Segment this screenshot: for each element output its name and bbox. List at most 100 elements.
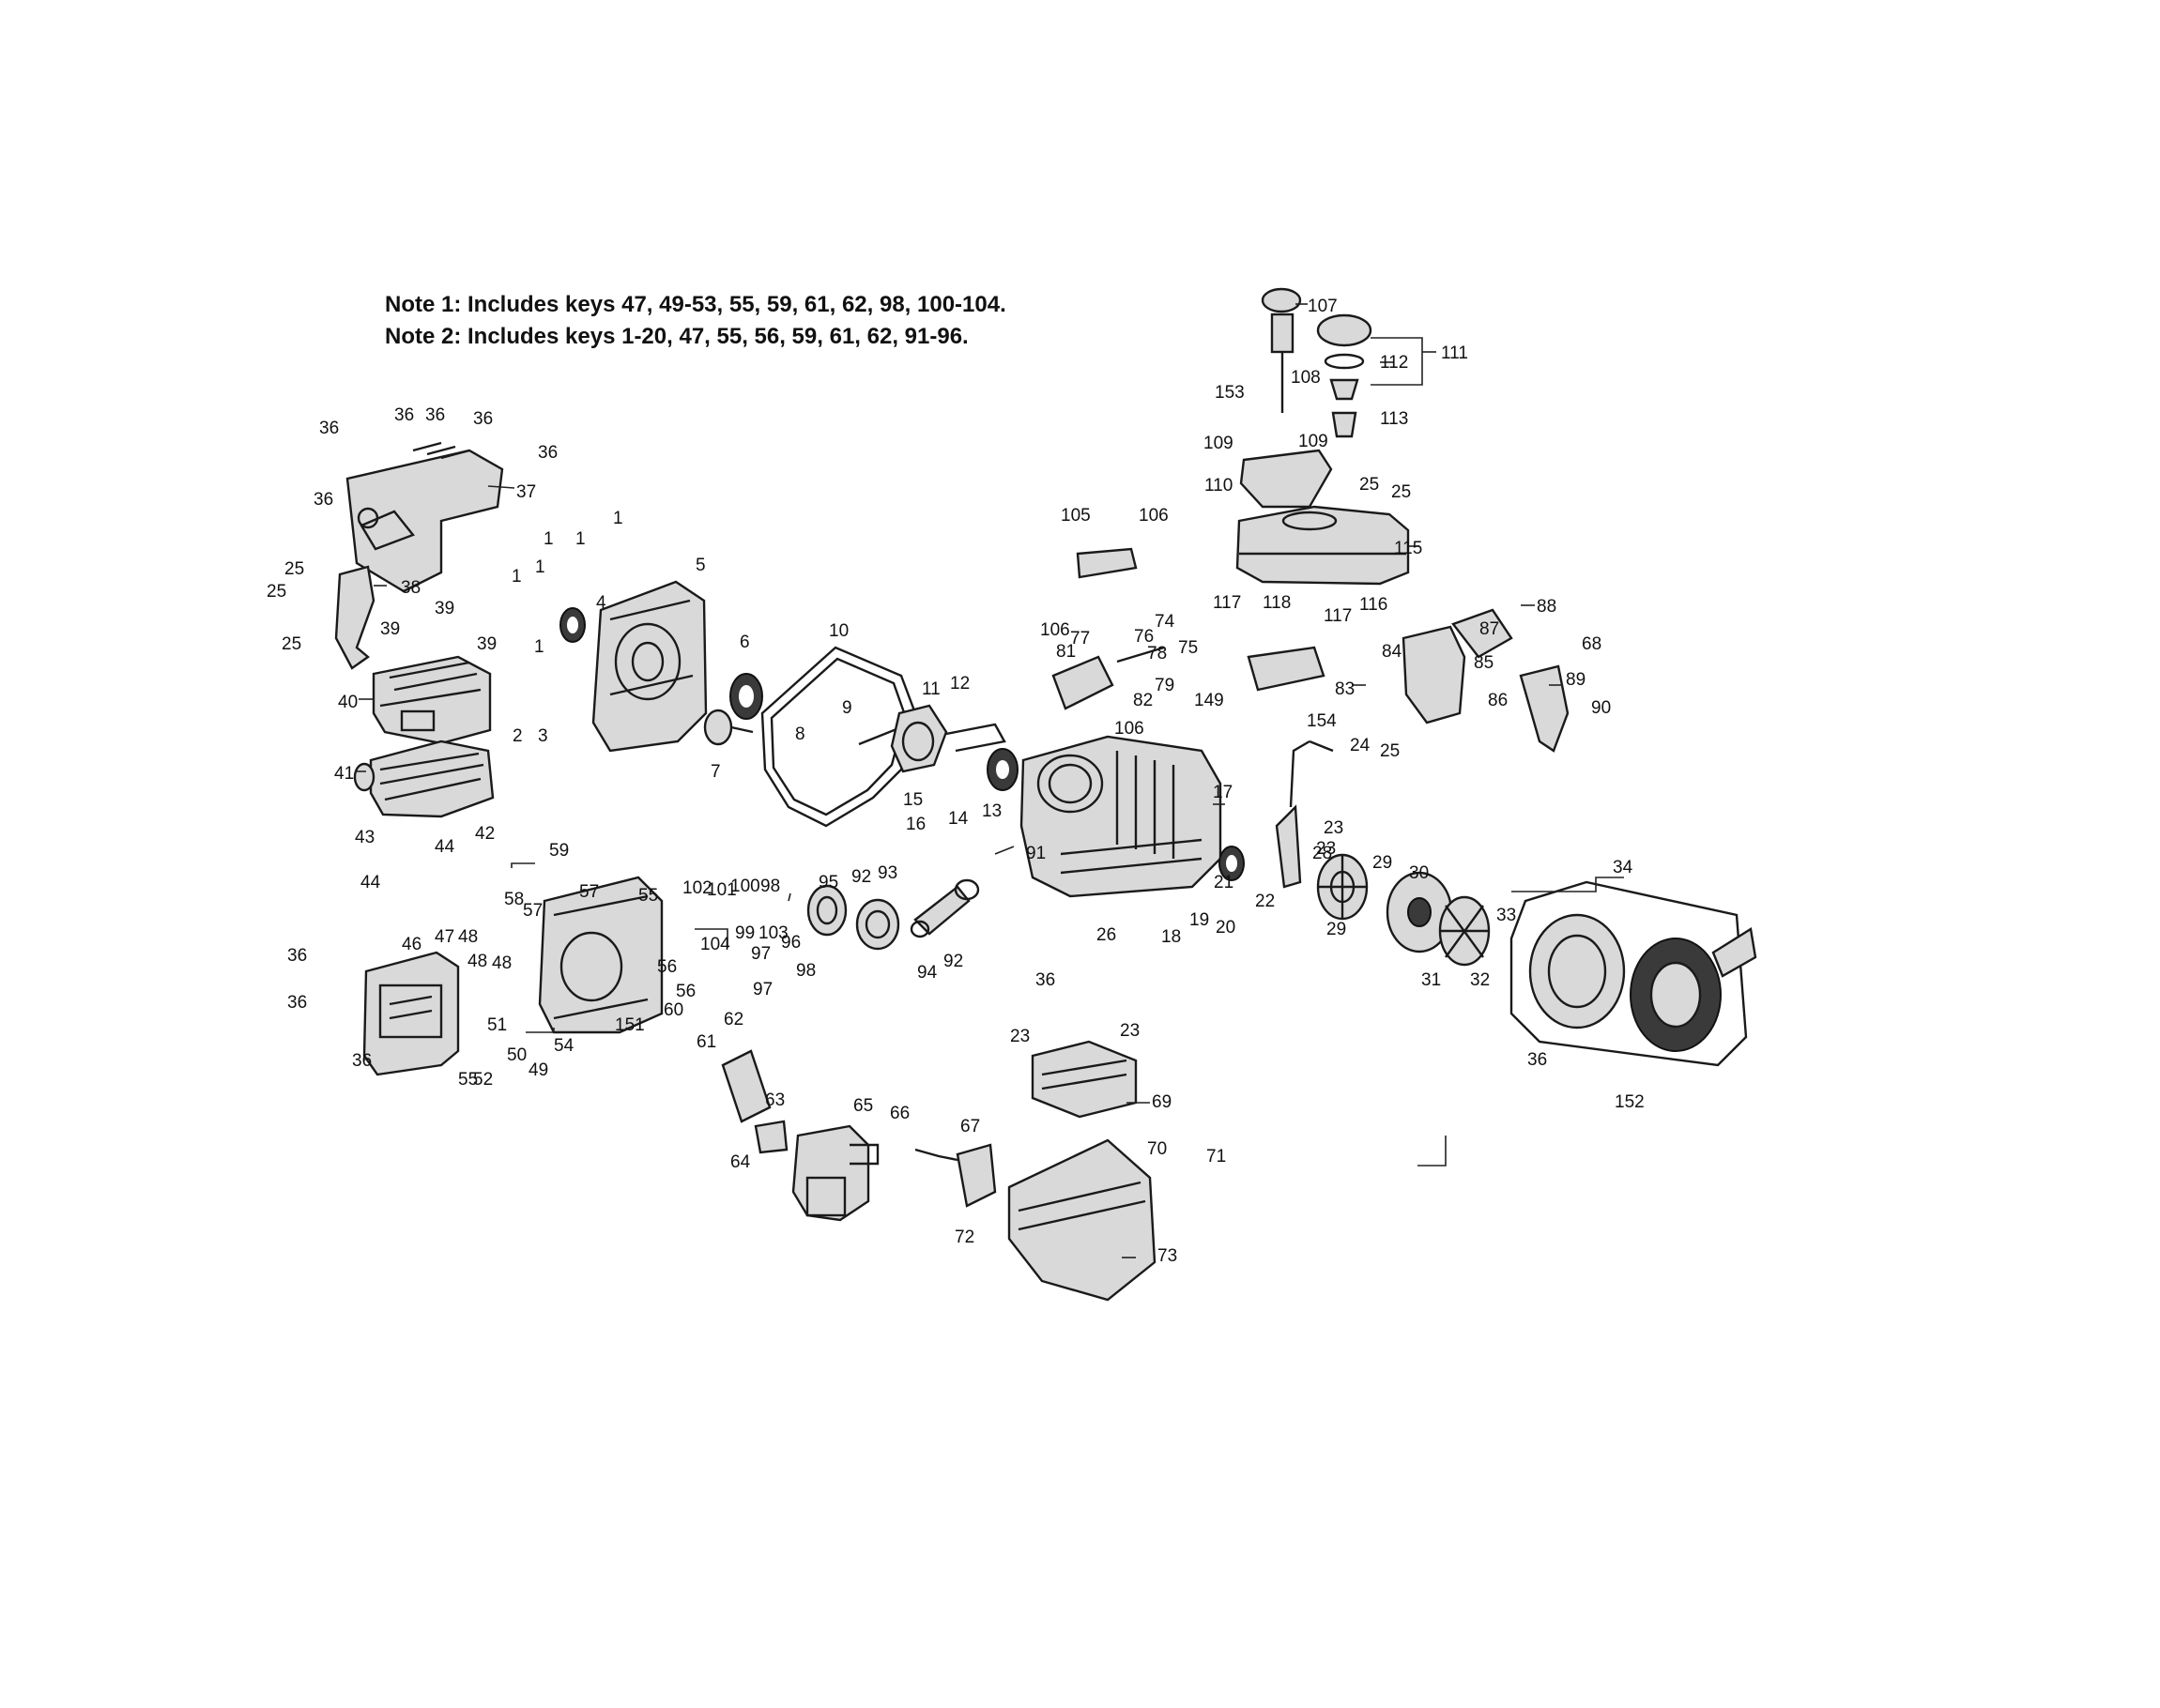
callout-label: 85 [1474, 653, 1494, 673]
callout-label: 17 [1213, 783, 1233, 802]
callout-label: 99 [735, 923, 755, 943]
callout-label: 112 [1380, 353, 1408, 373]
coil-icon [1275, 740, 1334, 889]
callout-label: 104 [700, 935, 730, 954]
leader-lines [355, 303, 1624, 1258]
callout-label: 31 [1421, 970, 1441, 990]
piston-icon [806, 884, 848, 937]
callout-label: 59 [549, 841, 569, 861]
callout-label: 37 [516, 482, 536, 502]
callout-label: 154 [1307, 711, 1337, 731]
callout-label: 25 [1359, 475, 1379, 495]
bearing-icon [729, 673, 763, 720]
note-1: Note 1: Includes keys 47, 49-53, 55, 59,… [385, 292, 1006, 317]
seal-ring-icon [1218, 846, 1245, 881]
callout-label: 42 [475, 824, 495, 844]
callout-label: 116 [1359, 595, 1387, 615]
callout-label: 34 [1613, 858, 1633, 877]
callout-label: 22 [1255, 892, 1275, 911]
callout-label: 56 [676, 982, 696, 1001]
callout-label: 51 [487, 1015, 507, 1035]
callout-label: 36 [319, 419, 339, 438]
callout-label: 91 [1026, 844, 1046, 863]
callout-label: 15 [903, 790, 923, 810]
carburetor-icon [791, 1124, 880, 1222]
callout-label: 36 [1035, 970, 1055, 990]
callout-label: 25 [282, 634, 301, 654]
callout-label: 28 [1312, 844, 1332, 863]
callout-label: 25 [267, 582, 286, 602]
gasket-icon [760, 646, 917, 828]
bracket-icon [721, 1049, 789, 1154]
callout-label: 32 [1470, 970, 1490, 990]
callout-label: 24 [1350, 736, 1371, 755]
callout-label: 20 [1216, 918, 1235, 938]
callout-label: 79 [1155, 676, 1174, 695]
callout-label: 98 [760, 877, 780, 896]
callout-label: 6 [740, 633, 750, 652]
callout-label: 36 [538, 443, 558, 463]
callout-label: 92 [943, 952, 963, 971]
air-filter-icon [1031, 1040, 1138, 1119]
callout-label: 13 [982, 801, 1002, 821]
callout-label: 107 [1308, 297, 1338, 316]
callout-label: 101 [707, 880, 737, 900]
callout-label: 117 [1324, 606, 1352, 626]
callout-label: 75 [1178, 638, 1198, 658]
callout-label: 115 [1394, 539, 1422, 558]
callout-label: 44 [360, 873, 381, 892]
callout-label: 11 [922, 679, 941, 699]
cylinder-head-icon [538, 876, 664, 1034]
callout-label: 97 [753, 980, 773, 999]
air-cleaner-icon [1007, 1138, 1157, 1302]
seal-ring-icon [559, 607, 586, 643]
callout-label: 18 [1161, 927, 1181, 947]
callout-label: 43 [355, 828, 375, 847]
cap-icon [1261, 287, 1302, 413]
callout-label: 149 [1194, 691, 1224, 710]
connecting-rod-icon [910, 878, 980, 938]
callout-label: 48 [458, 927, 478, 947]
callout-label: 71 [1206, 1147, 1226, 1167]
callout-label: 39 [435, 599, 454, 618]
callout-label: 94 [917, 963, 938, 983]
callout-label: 10 [829, 621, 849, 641]
crankcase-cover-icon [591, 580, 708, 753]
lever-icon [1402, 608, 1570, 753]
callout-label: 68 [1582, 634, 1601, 654]
callout-label: 106 [1040, 620, 1070, 640]
callout-label: 64 [730, 1152, 751, 1172]
callout-label: 1 [512, 567, 522, 587]
callout-label: 100 [730, 877, 760, 896]
callout-label: 108 [1291, 368, 1321, 388]
callout-label: 62 [724, 1010, 743, 1029]
callout-label: 23 [1120, 1021, 1140, 1041]
fuel-tank-icon [1235, 505, 1410, 586]
notes-block: Note 1: Includes keys 47, 49-53, 55, 59,… [385, 289, 1006, 353]
callout-label: 25 [1391, 482, 1411, 502]
callout-label: 4 [596, 593, 606, 613]
callout-label: 48 [492, 953, 512, 973]
muffler-icon [353, 740, 495, 818]
engine-block-icon [1019, 735, 1222, 898]
callout-label: 92 [851, 867, 871, 887]
callout-label: 111 [1441, 343, 1468, 363]
callout-label: 1 [534, 637, 544, 657]
callout-label: 38 [401, 578, 421, 598]
gear-icon [703, 709, 754, 746]
callout-label: 19 [1189, 910, 1209, 930]
valve-cover-icon [362, 951, 460, 1076]
callout-label: 29 [1372, 853, 1392, 873]
callout-label: 73 [1157, 1246, 1177, 1266]
callout-label: 84 [1382, 642, 1402, 662]
callout-label: 1 [575, 529, 586, 549]
flywheel-icon [1386, 871, 1453, 953]
callout-label: 30 [1409, 863, 1429, 883]
callout-label: 44 [435, 837, 455, 857]
callout-label: 26 [1096, 925, 1116, 945]
callout-label: 105 [1061, 506, 1091, 526]
bracket-icon [334, 565, 375, 670]
callout-label: 66 [890, 1104, 910, 1123]
callout-label: 1 [544, 529, 554, 549]
callout-label: 36 [287, 993, 307, 1013]
